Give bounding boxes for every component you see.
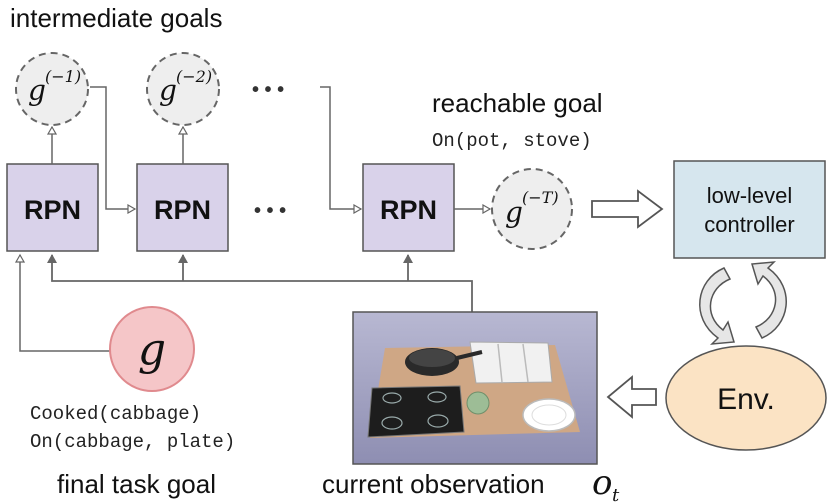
observation-caption: current observation: [322, 469, 545, 499]
observation-symbol-base: o: [592, 463, 612, 503]
arrow-env-to-observation: [606, 375, 657, 419]
goal-node-minus-1-exp: (−1): [45, 67, 81, 86]
environment-node: Env.: [665, 345, 827, 451]
low-level-controller: low-level controller: [673, 160, 826, 259]
controller-label-line2: controller: [704, 212, 794, 237]
goal-node-minus-T-base: g: [505, 196, 523, 229]
intermediate-goals-title: intermediate goals: [10, 3, 222, 33]
final-goal-feed-line: [20, 255, 110, 352]
goal-node-minus-2: g (−2): [146, 52, 220, 126]
observation-feed-line: [47, 254, 473, 312]
rpn-box-2: RPN: [136, 163, 229, 252]
controller-label-line1: low-level: [707, 183, 793, 208]
goal-node-minus-T-exp: (−T): [522, 188, 559, 207]
plate: [522, 398, 576, 432]
cabbage: [466, 391, 490, 415]
goal-node-minus-2-exp: (−2): [176, 67, 212, 86]
final-goal-predicate-1: Cooked(cabbage): [30, 403, 201, 425]
rpn-box-1-label: RPN: [24, 195, 81, 225]
final-goal-node: g: [109, 306, 195, 392]
observation-image: [352, 311, 598, 465]
final-goal-predicate-2: On(cabbage, plate): [30, 431, 235, 453]
cycle-arrow-right-icon: [751, 261, 787, 339]
observation-caption-text: current observation: [322, 469, 545, 499]
goal-node-minus-1: g (−1): [15, 52, 89, 126]
rpn-box-1: RPN: [6, 163, 99, 252]
env-label: Env.: [717, 383, 775, 416]
goal-node-minus-1-base: g: [28, 74, 46, 107]
rpn-box-3: RPN: [362, 163, 455, 252]
rpn-box-2-label: RPN: [154, 195, 211, 225]
controller-env-cycle: [699, 261, 787, 345]
final-goal-caption: final task goal: [57, 469, 216, 499]
stove: [367, 385, 465, 438]
arrow-goal-to-controller: [591, 189, 664, 229]
final-goal-symbol: g: [138, 324, 166, 375]
arrow-goal1-to-rpn2: [90, 86, 135, 209]
observation-symbol-sub: t: [612, 485, 620, 504]
reachable-goal-predicate: On(pot, stove): [432, 130, 592, 152]
goal-node-minus-T: g (−T): [491, 168, 573, 250]
rpn-box-3-label: RPN: [380, 195, 437, 225]
reachable-goal-title: reachable goal: [432, 88, 603, 118]
ellipsis-top: • • •: [252, 79, 284, 101]
goal-node-minus-2-base: g: [159, 74, 177, 107]
cycle-arrow-left-icon: [699, 267, 735, 345]
tray: [469, 341, 553, 384]
arrow-dots-to-rpn3: [320, 86, 361, 209]
ellipsis-middle: • • •: [254, 200, 286, 222]
